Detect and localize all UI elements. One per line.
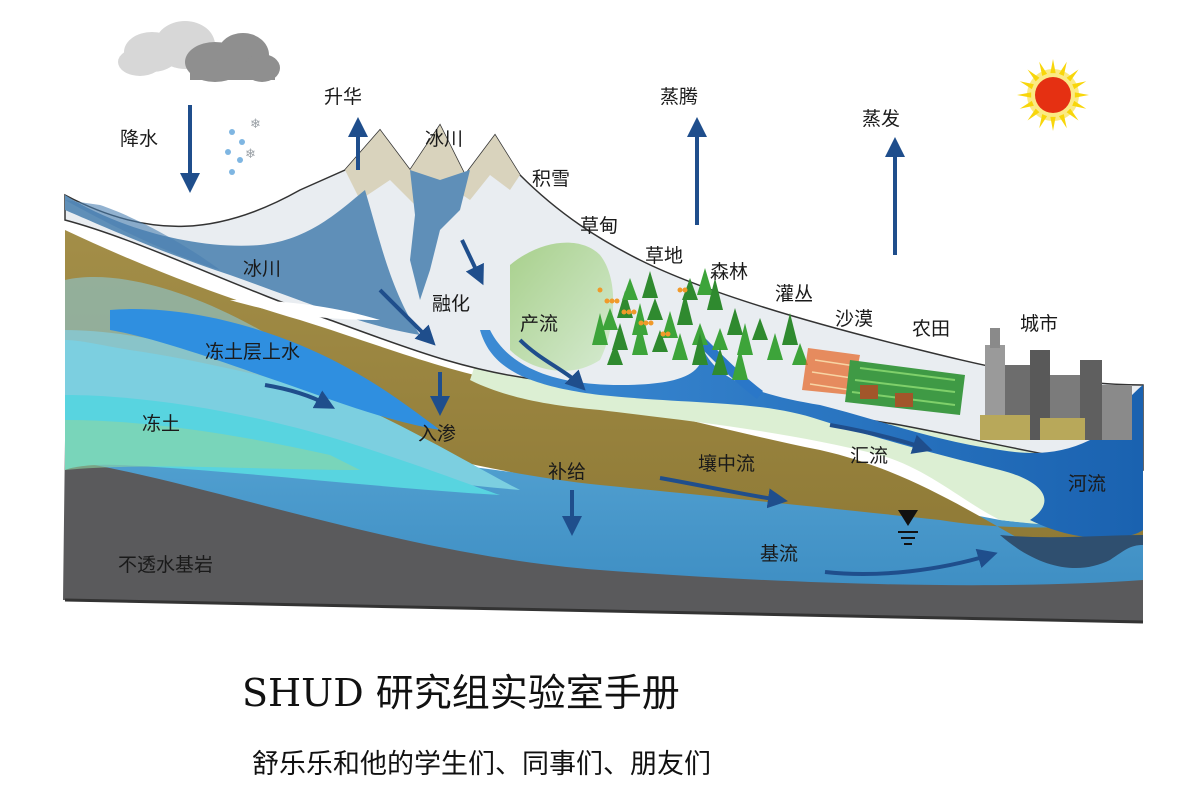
tree (752, 318, 768, 340)
tree (647, 298, 663, 320)
groundwater-layer (65, 390, 1143, 586)
runoff-arrow (518, 338, 586, 391)
confluence-arrow (829, 423, 933, 454)
tree (612, 323, 628, 350)
suprapermafrost-arrow (264, 383, 336, 409)
sun-icon (1017, 59, 1089, 131)
blossom (638, 320, 644, 326)
label-forest: 森林 (710, 261, 748, 283)
rain-drops-icon: ❄ ❄ (225, 117, 261, 175)
label-farmland: 农田 (912, 318, 950, 340)
tree (632, 323, 648, 355)
svg-text:❄: ❄ (250, 117, 261, 132)
label-interflow: 壤中流 (698, 453, 755, 475)
diagram-labels: 降水 升华 冰川 积雪 蒸腾 蒸发 草甸 草地 森林 灌丛 沙漠 农田 城市 冰… (118, 86, 1106, 576)
river-system (480, 330, 1143, 568)
blossom (626, 309, 632, 315)
tree (727, 308, 743, 335)
label-sublimation: 升华 (324, 86, 362, 108)
tree (642, 271, 658, 298)
blossom (643, 320, 649, 326)
tree (792, 343, 808, 365)
tree (712, 348, 728, 375)
page-subtitle: 舒乐乐和他的学生们、同事们、朋友们 (252, 749, 711, 780)
tree (732, 348, 748, 380)
tree (707, 278, 723, 310)
tree (677, 293, 693, 325)
label-river: 河流 (1068, 473, 1106, 495)
blossom (631, 309, 637, 315)
tree (782, 313, 798, 345)
label-infiltration: 入渗 (418, 423, 456, 445)
process-arrows (180, 105, 998, 577)
tree (622, 278, 638, 300)
blossom (648, 320, 654, 326)
label-glacier-top: 冰川 (425, 128, 463, 150)
label-evaporation: 蒸发 (862, 108, 900, 130)
label-city: 城市 (1020, 313, 1058, 335)
blossom (604, 298, 610, 304)
meadow-patch (510, 242, 614, 371)
tree (607, 343, 623, 365)
label-precipitation: 降水 (120, 128, 158, 150)
label-confluence: 汇流 (850, 445, 888, 467)
label-suprapermafrost: 冻土层上水 (205, 341, 300, 363)
tree (592, 313, 608, 345)
left-glacier (65, 190, 420, 335)
central-glacier (410, 170, 470, 300)
tree (662, 311, 678, 338)
melt-arrow (460, 239, 484, 286)
label-snowpack: 积雪 (532, 168, 570, 190)
city-skyline (980, 328, 1132, 440)
blossom (660, 331, 666, 337)
glacier-flow-arrow (378, 288, 436, 346)
label-bedrock: 不透水基岩 (118, 554, 213, 576)
blossom (682, 287, 688, 293)
tree (672, 333, 688, 360)
label-transpiration: 蒸腾 (660, 86, 698, 108)
farmland-patch (845, 360, 965, 415)
blossom (614, 298, 620, 304)
water-table-icon (898, 510, 918, 545)
label-meadow: 草甸 (580, 215, 618, 237)
label-runoff: 产流 (520, 313, 558, 335)
tree (767, 333, 783, 360)
tree (692, 333, 708, 365)
label-shrub: 灌丛 (775, 283, 813, 305)
svg-text:❄: ❄ (245, 147, 256, 162)
blossom (609, 298, 615, 304)
tree (602, 308, 618, 330)
soil-layer (65, 230, 1143, 547)
page-title: SHUD 研究组实验室手册 (242, 671, 680, 715)
label-glacier-left: 冰川 (243, 258, 281, 280)
shrub-patch (802, 348, 860, 395)
label-recharge: 补给 (548, 461, 586, 483)
blossom (597, 287, 603, 293)
tree (652, 330, 668, 352)
blossom (665, 331, 671, 337)
label-baseflow: 基流 (760, 543, 798, 565)
tree (632, 303, 648, 335)
blossom (677, 287, 683, 293)
label-permafrost: 冻土 (142, 413, 180, 435)
tree (697, 268, 713, 295)
tree (737, 323, 753, 355)
tree (712, 328, 728, 350)
blossom (621, 309, 627, 315)
suprapermafrost-water (110, 309, 440, 430)
baseflow-arrow (824, 548, 998, 577)
cloud-icon (118, 21, 280, 82)
forest-trees (592, 268, 808, 380)
interflow-arrow (659, 476, 788, 509)
tree (682, 278, 698, 300)
label-grassland: 草地 (645, 245, 683, 267)
label-desert: 沙漠 (835, 308, 873, 330)
label-melt: 融化 (432, 293, 470, 315)
